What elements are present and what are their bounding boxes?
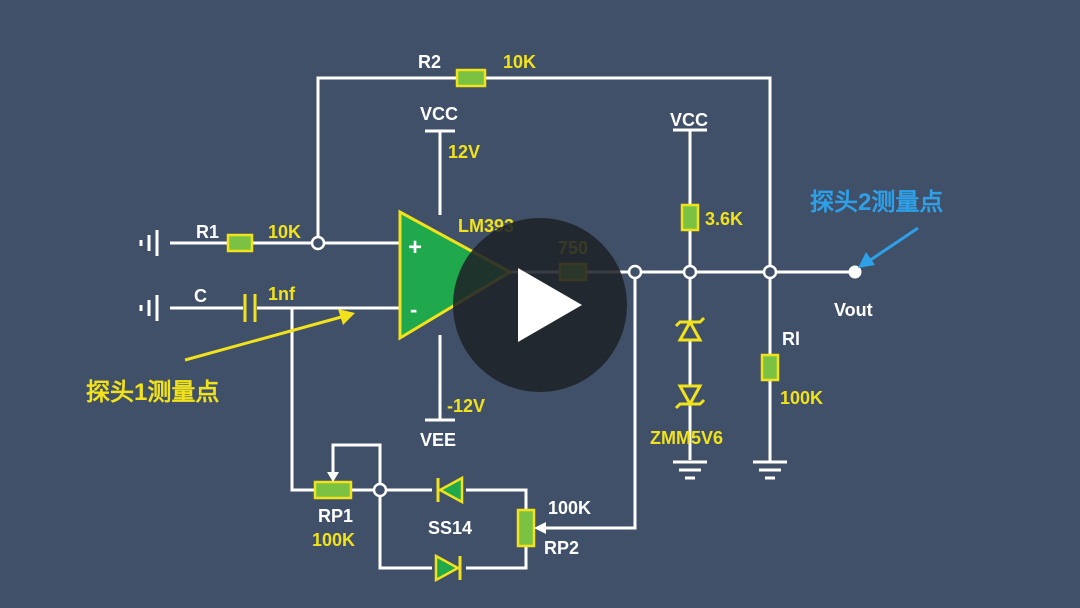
r2-label: R2: [418, 52, 441, 72]
vneg12-label: -12V: [447, 396, 485, 416]
rp2-value: 100K: [548, 498, 591, 518]
junction-node: [682, 264, 698, 280]
rl-label: Rl: [782, 329, 800, 349]
play-icon: [518, 268, 582, 342]
v12-label: 12V: [448, 142, 480, 162]
probe2-arrow: [858, 226, 919, 268]
plus-sign: +: [408, 234, 422, 261]
resistor-rl: [760, 353, 780, 382]
vcc-right-label: VCC: [670, 110, 708, 130]
r1-label: R1: [196, 222, 219, 242]
minus-sign: -: [410, 297, 417, 322]
potentiometer-rp2: [516, 508, 536, 548]
zener-label: ZMM5V6: [650, 428, 723, 448]
r1-value: 10K: [268, 222, 301, 242]
rp1-value: 100K: [312, 530, 355, 550]
resistor-3-6k: [680, 203, 700, 232]
rp1-wiper-arrow: [327, 472, 339, 482]
diode-ss14-bottom: [434, 553, 462, 583]
vout-terminal: [848, 265, 862, 279]
zener-diode-bottom: [674, 384, 706, 410]
ss14-label: SS14: [428, 518, 472, 538]
resistor-r1: [226, 233, 254, 253]
junction-node: [310, 235, 326, 251]
vee-label: VEE: [420, 430, 456, 450]
probe1-label: 探头1测量点: [86, 379, 219, 406]
junction-node: [762, 264, 778, 280]
rp1-label: RP1: [318, 506, 353, 526]
zener-diode-top: [674, 316, 706, 342]
ground-symbol-c: [139, 295, 159, 321]
ground-symbol-r1: [139, 230, 159, 256]
resistor-r2: [455, 68, 487, 88]
potentiometer-rp1: [313, 480, 353, 500]
rp2-label: RP2: [544, 538, 579, 558]
rp2-wiper-arrow: [534, 522, 546, 534]
junction-node: [627, 264, 643, 280]
probe2-label: 探头2测量点: [810, 189, 943, 216]
probe1-arrow: [184, 309, 355, 362]
ground-symbol-zener: [673, 460, 707, 480]
capacitor-c: [243, 294, 257, 322]
vout-label: Vout: [834, 300, 873, 320]
vcc-top-label: VCC: [420, 104, 458, 124]
junction-node: [372, 482, 388, 498]
r2-value: 10K: [503, 52, 536, 72]
rl-value: 100K: [780, 388, 823, 408]
diode-ss14-top: [436, 475, 464, 505]
r36-value: 3.6K: [705, 209, 743, 229]
c-value: 1nf: [268, 284, 296, 304]
ground-symbol-rl: [753, 460, 787, 480]
play-button[interactable]: [453, 218, 627, 392]
c-label: C: [194, 286, 207, 306]
